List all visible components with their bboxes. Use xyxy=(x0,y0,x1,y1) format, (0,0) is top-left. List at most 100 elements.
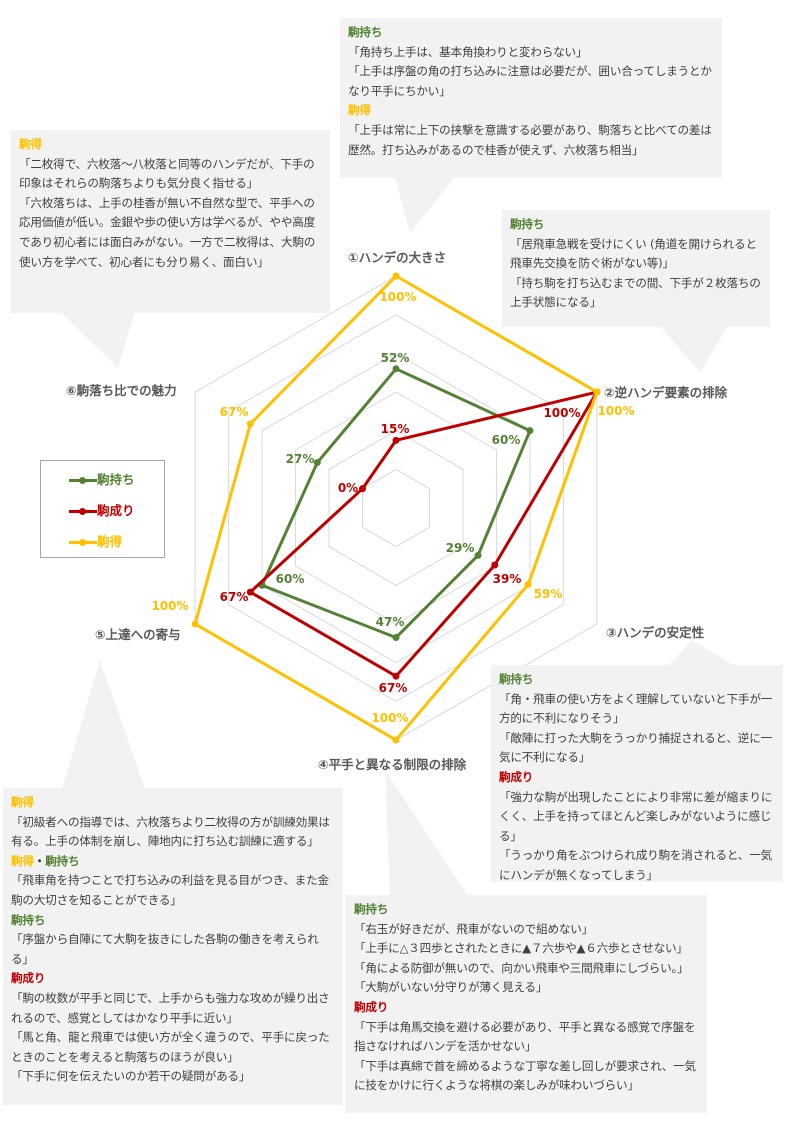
data-point xyxy=(491,561,499,569)
callout-comment: 「初級者への指導では、六枚落ちより二枚得の方が訓練効果は有る。上手の体制を崩し、… xyxy=(11,814,330,849)
callout-comment: 「強力な駒が出現したことにより非常に差が縮まりにくく、上手を持ってほとんど楽しみ… xyxy=(499,789,773,843)
callout-comment: 「上手に△３四歩とされたときに▲７六歩や▲６六歩とさせない」 xyxy=(354,941,688,956)
data-label: 0% xyxy=(338,481,358,495)
data-label: 27% xyxy=(286,452,315,466)
callout-comment: 「馬と角、龍と飛車では使い方が全く違うので、平手に戻ったときのことを考えると駒落… xyxy=(11,1030,330,1064)
callout-comment: 「角・飛車の使い方をよく理解していないと下手が一方的に不利になりそう」 xyxy=(499,691,773,726)
axis-label-3: ③ハンデの安定性 xyxy=(606,625,705,640)
grid-ring xyxy=(228,314,564,702)
data-label: 100% xyxy=(371,711,408,725)
callout-comment: 「敵陣に打った大駒をうっかり捕捉されると、逆に一気に不利になる」 xyxy=(499,730,772,765)
grid-ring xyxy=(328,430,464,586)
legend-swatch xyxy=(69,476,97,484)
legend-item-komadoku: 駒得 xyxy=(69,531,164,562)
axis-label-6: ⑥駒落ち比での魅力 xyxy=(66,383,177,398)
callout-comment: 「右玉が好きだが、飛車がないので組めない」 xyxy=(354,921,594,936)
callout-top: 駒持ち「角持ち上手は、基本角換わりと変わらない」「上手は序盤の角の打ち込みに注意… xyxy=(340,18,722,178)
callout-pointer xyxy=(660,326,728,372)
callout-heading: 駒持ち xyxy=(510,217,545,231)
callout-comment: 「上手は序盤の角の打ち込みに注意は必要だが、囲い合ってしまうとかなり平手にちかい… xyxy=(348,64,712,98)
data-point xyxy=(392,736,400,744)
callout-comment: 「六枚落ちは、上手の桂香が無い不自然な型で、平手への応用価値が低い。金銀や歩の使… xyxy=(19,195,316,269)
data-point xyxy=(392,436,400,444)
callout-comment: 「うっかり角をぶつけられ成り駒を消されると、一気にハンデが無くなってしまう」 xyxy=(499,848,772,882)
callout-comment: 「居飛車急戦を受けにくい (角道を開けられると飛車先交換を防ぐ術がない等)」 xyxy=(510,236,757,271)
data-point xyxy=(359,485,367,493)
series-line-0 xyxy=(260,366,532,640)
callout-heading: 駒得 xyxy=(11,795,34,809)
callout-heading: 駒持ち xyxy=(499,672,534,686)
legend-swatch xyxy=(69,538,97,546)
callout-comment: 「上手は常に上下の挟撃を意識する必要があり、駒落ちと比べての差は歴然。打ち込みが… xyxy=(348,122,712,157)
data-label: 100% xyxy=(151,599,188,613)
legend-label: 駒持ち xyxy=(97,472,135,487)
data-point xyxy=(191,620,199,628)
callout-pointer xyxy=(60,312,135,368)
callout-heading: 駒持ち xyxy=(11,912,46,927)
callout-bottom-left: 駒得「初級者への指導では、六枚落ちより二枚得の方が訓練効果は有る。上手の体制を崩… xyxy=(3,788,343,1105)
callout-comment: 「持ち駒を打ち込むまでの間、下手が２枚落ちの上手状態になる」 xyxy=(510,275,761,310)
data-point xyxy=(246,588,254,596)
callout-right-bottom: 駒持ち「角・飛車の使い方をよく理解していないと下手が一方的に不利になりそう」「敵… xyxy=(491,665,783,882)
callout-comment: 「角による防御が無いので、向かい飛車や三間飛車にしづらい。」 xyxy=(354,960,689,975)
legend: 駒持ち 駒成り 駒得 xyxy=(40,460,165,558)
callout-heading: 駒持ち xyxy=(348,25,383,39)
callout-comment: 「二枚得で、六枚落～八枚落と同等のハンデだが、下手の印象はそれらの駒落ちよりも気… xyxy=(19,156,315,191)
data-point xyxy=(392,634,400,642)
callout-comment: 「下手は真綿で首を締めるような丁寧な差し回しが要求され、一気に技をかけに行くよう… xyxy=(354,1058,696,1093)
callout-comment: 「角持ち上手は、基本角換わりと変わらない」 xyxy=(348,44,588,59)
data-point xyxy=(313,459,321,467)
data-point xyxy=(392,272,400,280)
callout-bottom: 駒持ち「右玉が好きだが、飛車がないので組めない」「上手に△３四歩とされたときに▲… xyxy=(346,895,707,1113)
data-label: 67% xyxy=(379,681,408,695)
data-point xyxy=(392,365,400,373)
callout-right: 駒持ち「居飛車急戦を受けにくい (角道を開けられると飛車先交換を防ぐ術がない等)… xyxy=(502,210,770,327)
data-label: 100% xyxy=(597,404,634,418)
callout-heading: 駒持ち xyxy=(354,902,389,916)
data-point xyxy=(593,388,601,396)
axis-label-5: ⑤上達への寄与 xyxy=(95,627,181,642)
legend-item-komamochi: 駒持ち xyxy=(69,469,164,500)
data-point xyxy=(246,420,254,428)
callout-heading: 駒成り xyxy=(11,971,46,986)
data-point xyxy=(392,672,400,680)
axis-label-1: ①ハンデの大きさ xyxy=(348,250,447,265)
callout-pointer xyxy=(385,770,468,896)
callout-heading: 駒得・駒持ち xyxy=(11,853,80,868)
data-point xyxy=(474,551,482,559)
callout-comment: 「駒の枚数が平手と同じで、上手からも強力な攻めが繰り出されるので、感覚としてはか… xyxy=(11,990,330,1025)
data-label: 39% xyxy=(493,572,522,586)
data-label: 59% xyxy=(534,587,563,601)
callout-comment: 「下手は角馬交換を避ける必要があり、平手と異なる感覚で序盤を指さなければハンデを… xyxy=(354,1019,696,1054)
axis-label-2: ②逆ハンデ要素の排除 xyxy=(604,385,728,400)
callout-comment: 「序盤から自陣にて大駒を抜きにした各駒の働きを考えられる」 xyxy=(11,932,319,966)
callout-comment: 「下手に何を伝えたいのか若干の疑問がある」 xyxy=(11,1069,251,1084)
callout-pointer xyxy=(668,640,735,666)
callout-comment: 「大駒がいない分守りが薄く見える」 xyxy=(354,980,548,995)
data-label: 67% xyxy=(220,405,249,419)
legend-label: 駒得 xyxy=(97,534,123,549)
data-label: 52% xyxy=(381,351,410,365)
callout-heading: 駒成り xyxy=(354,999,389,1014)
data-label: 100% xyxy=(379,290,416,304)
grid-ring xyxy=(295,391,497,625)
grid-ring xyxy=(362,468,430,548)
data-label: 67% xyxy=(220,590,249,604)
callout-left: 駒得「二枚得で、六枚落～八枚落と同等のハンデだが、下手の印象はそれらの駒落ちより… xyxy=(11,130,330,313)
data-label: 15% xyxy=(381,422,410,436)
data-label: 47% xyxy=(376,615,405,629)
data-label: 60% xyxy=(492,433,521,447)
legend-swatch xyxy=(69,507,97,515)
data-label: 100% xyxy=(543,406,580,420)
legend-label: 駒成り xyxy=(97,503,135,518)
legend-item-komanari: 駒成り xyxy=(69,500,164,531)
data-point xyxy=(524,580,532,588)
callout-heading: 駒得 xyxy=(19,137,42,151)
callout-pointer xyxy=(395,177,455,233)
callout-heading: 駒得 xyxy=(348,103,371,118)
data-point xyxy=(526,427,534,435)
data-label: 29% xyxy=(446,541,475,555)
callout-comment: 「飛車角を持つことで打ち込みの利益を見る目がつき、また金駒の大切さを知ることがで… xyxy=(11,873,329,907)
